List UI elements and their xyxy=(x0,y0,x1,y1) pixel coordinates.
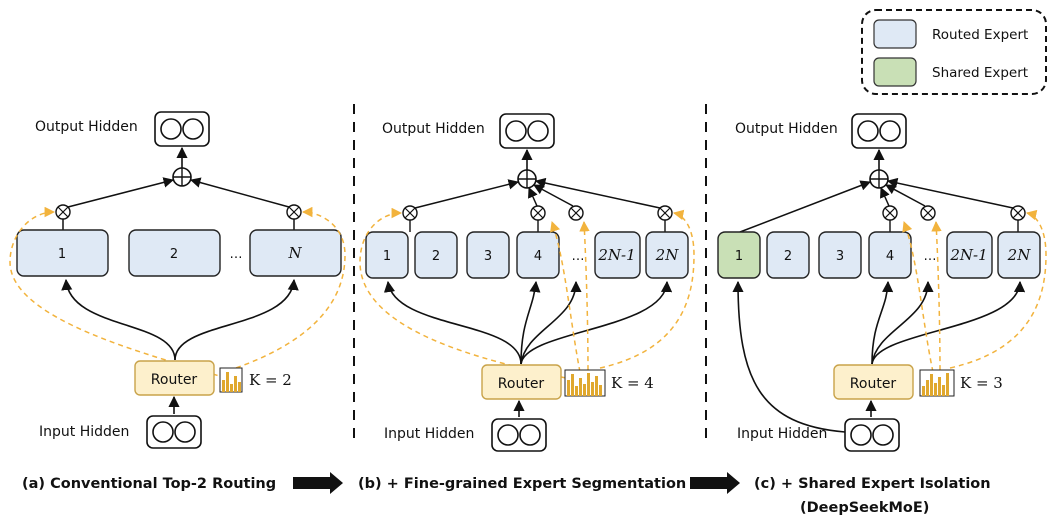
panel-c-expert-2n-1-label: 2N-1 xyxy=(949,246,987,264)
panel-a-expert-1-label: 1 xyxy=(58,247,66,262)
panel-b-expert-2n-1-label: 2N-1 xyxy=(597,246,635,264)
panel-b-expert-3 xyxy=(466,231,510,279)
panel-b-expert-1-label: 1 xyxy=(383,249,391,264)
panel-c-multiply-icon-2n xyxy=(1010,205,1026,221)
panel-a-multiply-icon-n xyxy=(286,204,302,220)
panel-a-k-label: K = 2 xyxy=(249,371,292,389)
panel-b-k-label: K = 4 xyxy=(611,374,654,392)
panel-c-input-hidden-icon xyxy=(844,418,900,452)
panel-b-expert-2-label: 2 xyxy=(432,249,440,264)
panel-c-k-label: K = 3 xyxy=(960,374,1003,392)
panel-a-gate-bars-icon xyxy=(219,367,243,393)
panel-c-caption-sub: (DeepSeekMoE) xyxy=(800,500,929,516)
panel-b-multiply-icon-1 xyxy=(402,205,418,221)
legend-shared-label: Shared Expert xyxy=(932,65,1028,81)
panel-a-input-hidden-icon xyxy=(146,415,202,449)
panel-c-multiply-icon-hidden xyxy=(920,205,936,221)
caption-arrow-1 xyxy=(293,472,343,494)
legend-routed-swatch xyxy=(873,19,917,49)
panel-b-output-label: Output Hidden xyxy=(382,121,485,137)
panel-a-expert-2-label: 2 xyxy=(170,247,178,262)
panel-c-router xyxy=(833,364,914,400)
panel-c-expert-1-label: 1 xyxy=(735,249,743,264)
panel-a-output-hidden-icon xyxy=(154,111,210,147)
panel-c-expert-2n-label: 2N xyxy=(1007,246,1032,264)
panel-a-expert-1 xyxy=(16,229,109,277)
panel-c-expert-3-label: 3 xyxy=(836,249,844,264)
panel-b-expert-2n xyxy=(645,231,689,279)
panel-a: Output Hidden 1 2 … xyxy=(9,111,346,492)
caption-arrow-2 xyxy=(690,472,740,494)
panel-b-input-label: Input Hidden xyxy=(384,426,474,442)
panel-b-input-hidden-icon xyxy=(491,418,547,452)
panel-c-expert-2-label: 2 xyxy=(784,249,792,264)
panel-b-expert-2n-1 xyxy=(594,231,641,279)
panel-c-shared-expert-1 xyxy=(717,231,761,279)
panel-c-output-hidden-icon xyxy=(851,113,907,149)
panel-a-output-label: Output Hidden xyxy=(35,119,138,135)
panel-b: Output Hidden xyxy=(358,113,695,492)
panel-c-expert-2n-1 xyxy=(946,231,993,279)
panel-c-expert-2n xyxy=(997,231,1041,279)
panel-a-router xyxy=(134,360,215,396)
panel-a-ellipsis: … xyxy=(230,247,243,262)
panel-b-multiply-icon-2n xyxy=(657,205,673,221)
panel-b-gate-bars-icon xyxy=(564,369,606,397)
panel-b-expert-3-label: 3 xyxy=(484,249,492,264)
panel-b-output-hidden-icon xyxy=(499,113,555,149)
panel-c-ellipsis: … xyxy=(924,249,937,264)
panel-b-ellipsis: … xyxy=(572,249,585,264)
panel-a-expert-n-label: N xyxy=(287,244,302,262)
panel-b-router xyxy=(481,364,562,400)
panel-c-sum-icon xyxy=(869,169,889,189)
panel-c: Output Hidden xyxy=(717,113,1047,516)
legend-routed-label: Routed Expert xyxy=(932,27,1028,43)
panel-b-multiply-icon-hidden xyxy=(568,205,584,221)
panel-b-router-label: Router xyxy=(498,376,545,392)
panel-b-expert-4-label: 4 xyxy=(534,249,542,264)
panel-a-input-label: Input Hidden xyxy=(39,424,129,440)
panel-b-expert-2n-label: 2N xyxy=(655,246,680,264)
panel-c-caption: (c) + Shared Expert Isolation xyxy=(754,476,991,492)
panel-c-gate-bars-icon xyxy=(919,369,955,397)
panel-a-multiply-icon-1 xyxy=(55,204,71,220)
panel-a-caption: (a) Conventional Top-2 Routing xyxy=(22,476,276,492)
panel-c-output-label: Output Hidden xyxy=(735,121,838,137)
legend-shared-swatch xyxy=(873,57,917,87)
panel-a-expert-2 xyxy=(128,229,221,277)
panel-b-multiply-icon-4 xyxy=(530,205,546,221)
panel-c-expert-3 xyxy=(818,231,862,279)
panel-b-sum-icon xyxy=(517,169,537,189)
panel-c-expert-2 xyxy=(766,231,810,279)
panel-c-expert-4-label: 4 xyxy=(886,249,894,264)
panel-a-sum-icon xyxy=(172,167,192,187)
panel-a-expert-n xyxy=(249,229,342,277)
panel-a-router-label: Router xyxy=(151,372,198,388)
panel-b-expert-2 xyxy=(414,231,458,279)
panel-c-multiply-icon-4 xyxy=(882,205,898,221)
panel-c-input-label: Input Hidden xyxy=(737,426,827,442)
panel-b-caption: (b) + Fine-grained Expert Segmentation xyxy=(358,476,686,492)
panel-b-expert-1 xyxy=(365,231,409,279)
legend: Routed Expert Shared Expert xyxy=(861,9,1047,95)
panel-c-router-label: Router xyxy=(850,376,897,392)
panel-b-expert-4 xyxy=(516,231,560,279)
panel-c-expert-4 xyxy=(868,231,912,279)
